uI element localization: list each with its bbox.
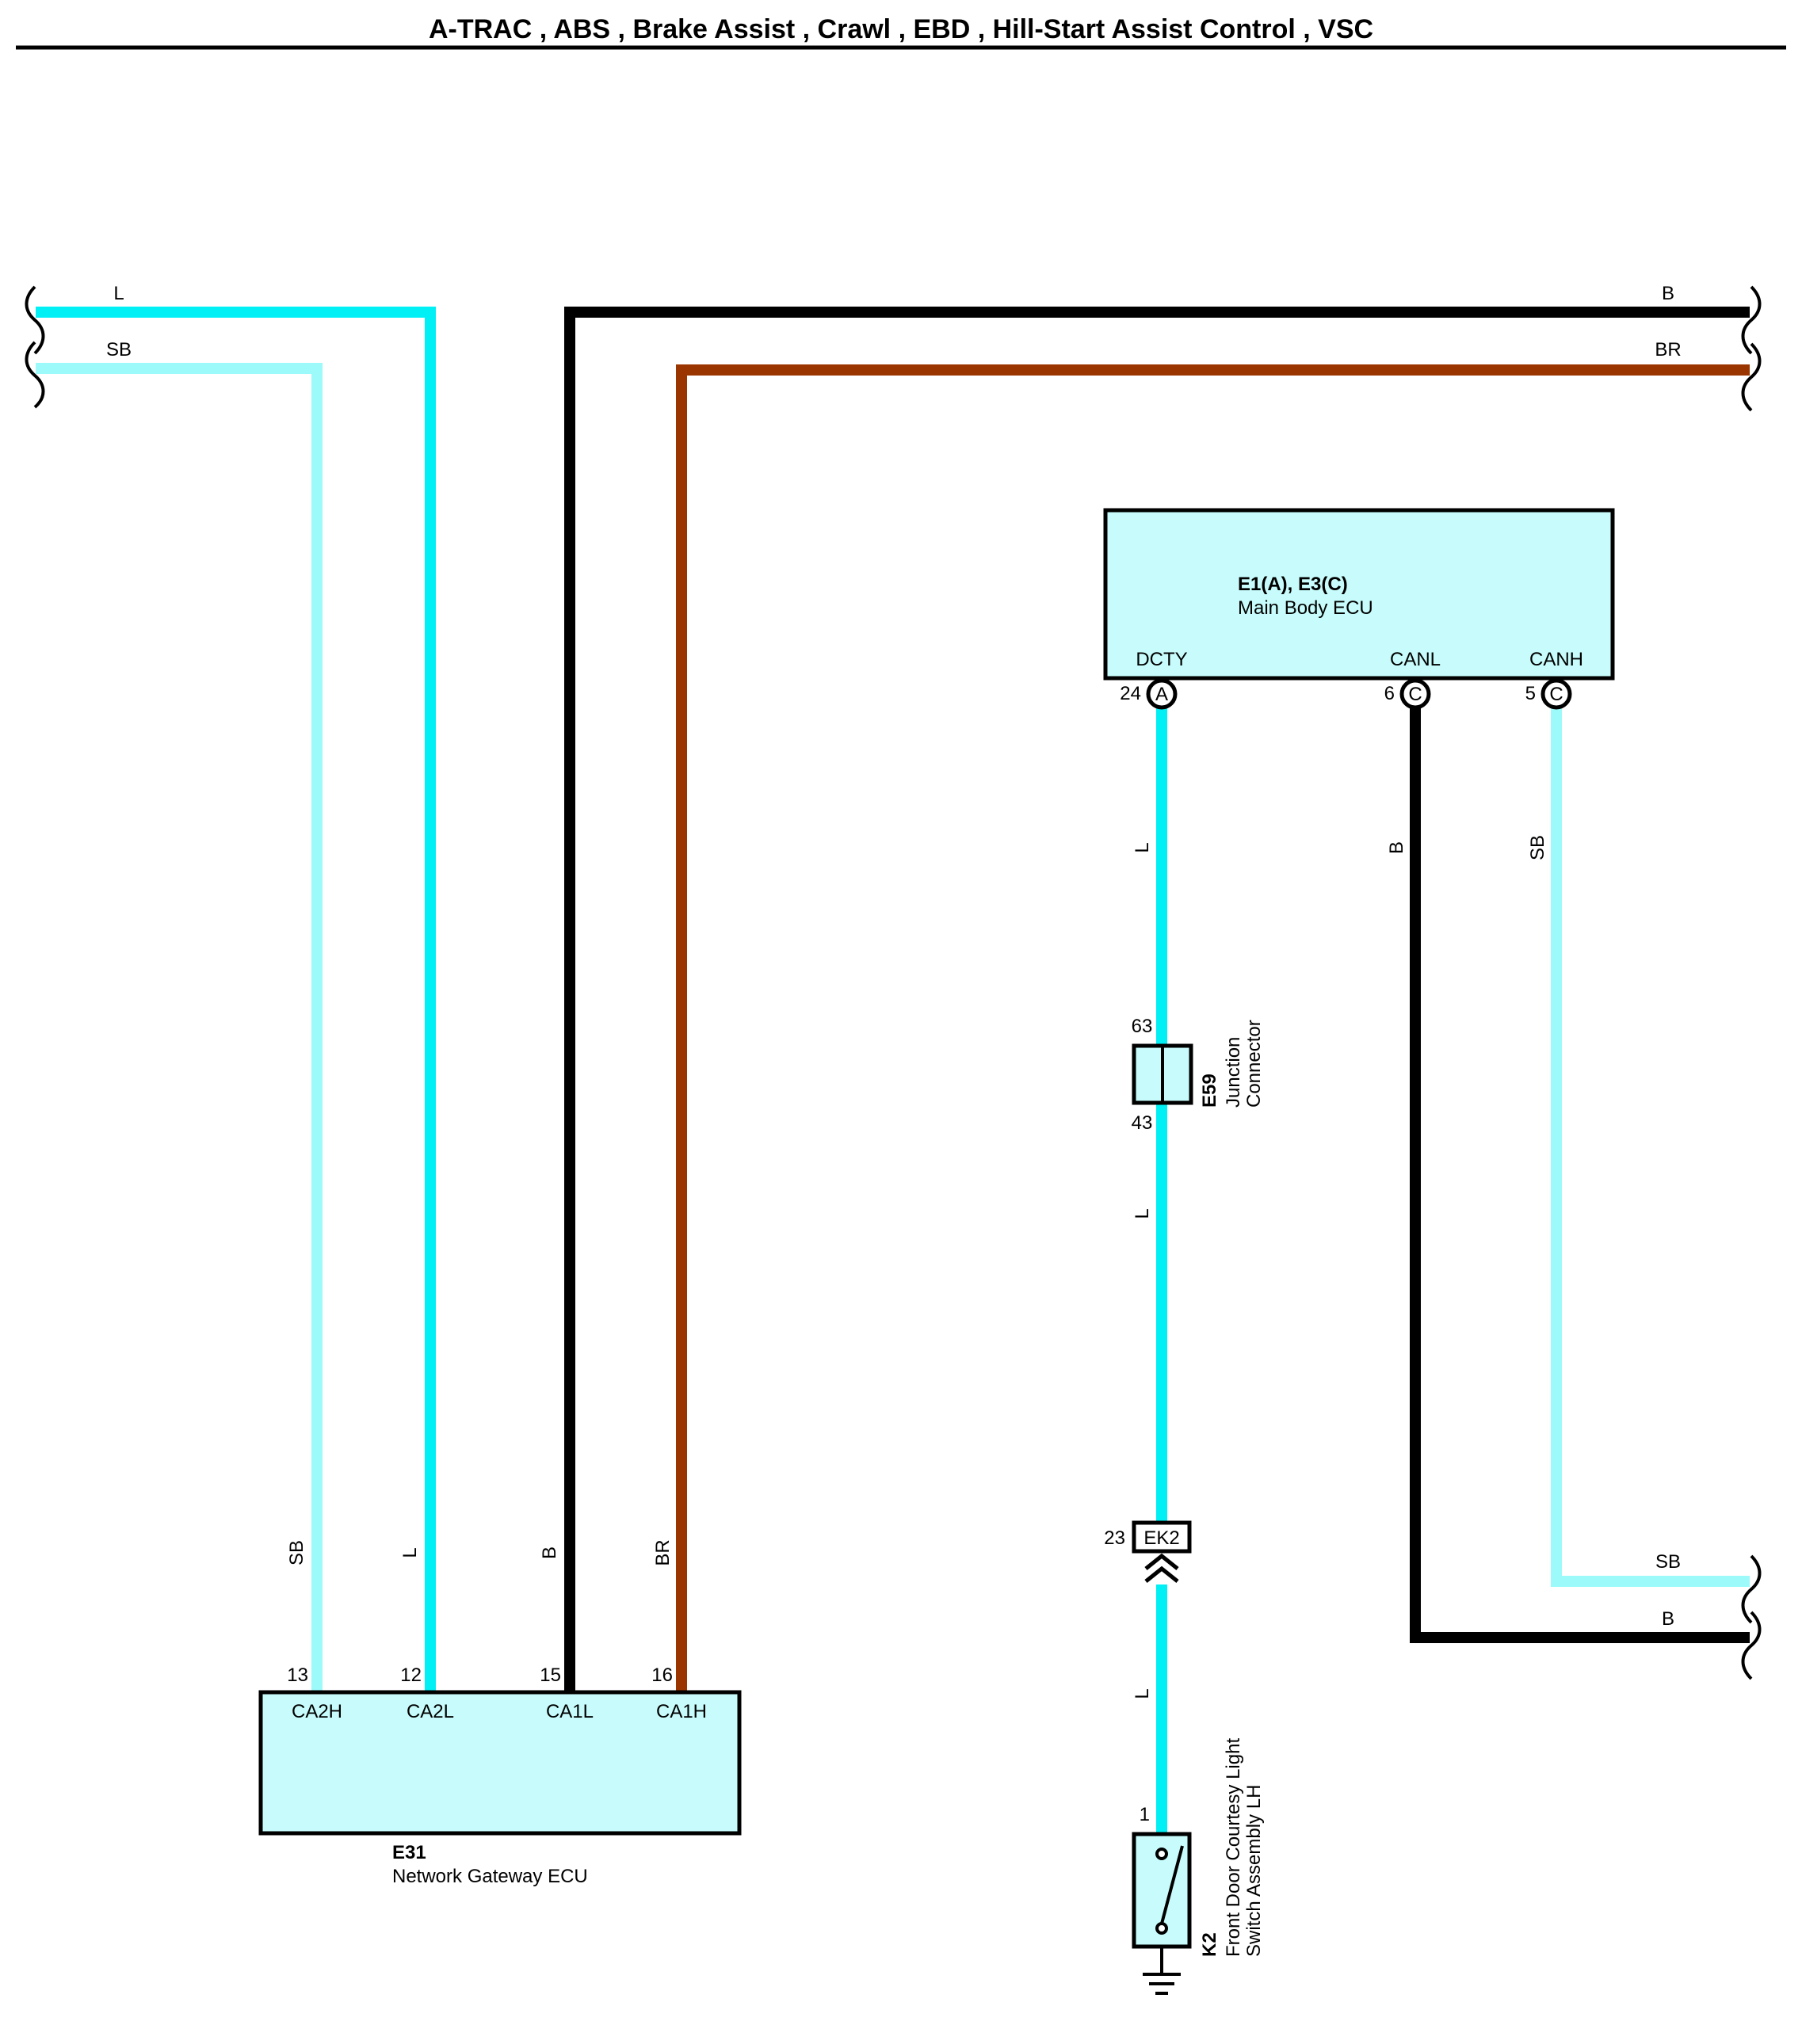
pin-number-dcty: 24 [1120,683,1141,704]
gateway-ecu-name: Network Gateway ECU [392,1866,588,1887]
wire-label-dcty-upper: L [1132,842,1153,852]
wire-break-mark-right-br [1741,342,1762,412]
connector-letter-canl: C [1408,684,1422,705]
main-body-ecu-code: E1(A), E3(C) [1238,574,1348,595]
courtesy-light-switch-k2: 1 K2 Front Door Courtesy Light Switch As… [1132,1738,1265,1995]
main-body-ecu-box [1103,508,1615,681]
e59-pin-in: 63 [1132,1016,1153,1037]
gateway-ecu-box [258,1690,742,1836]
wire-canh-sb [1551,705,1750,1587]
wire-label-top-left-l: L [113,283,124,304]
connector-letter-canh: C [1549,684,1563,705]
terminal-name-canl: CANL [1390,649,1441,670]
ek2-code: EK2 [1143,1527,1179,1549]
wire-label-dcty-mid: L [1132,1208,1153,1218]
wire-break-mark-right-b [1741,285,1762,355]
e59-name-line1: Junction [1223,1037,1244,1108]
k2-pin: 1 [1140,1804,1150,1825]
terminal-name-ca2h: CA2H [292,1701,342,1722]
connector-letter-dcty: A [1155,684,1168,705]
wire-br-to-ca1h [676,364,1750,1692]
ek2-pin: 23 [1104,1527,1125,1549]
wire-label-gw-sb: SB [286,1540,307,1565]
wire-label-top-right-br: BR [1655,339,1681,360]
page-title: A-TRAC , ABS , Brake Assist , Crawl , EB… [429,14,1373,44]
ground-icon [1143,1973,1181,1995]
pin-number-ca2h: 13 [287,1665,308,1686]
wire-break-mark-right-b2 [1741,1611,1762,1680]
wire-break-mark-right-sb [1741,1554,1762,1624]
wire-label-canl-b: B [1386,841,1407,854]
e59-name-line2: Connector [1243,1020,1265,1108]
wire-b-to-ca1l [564,307,1750,1692]
pin-number-canh: 5 [1525,683,1536,704]
ek2-chevron-lower-icon [1144,1565,1179,1583]
wire-canl-b [1410,705,1750,1643]
k2-name-line1: Front Door Courtesy Light [1223,1738,1244,1957]
k2-switch-lever-icon [1160,1845,1184,1924]
wire-label-bottom-right-b: B [1662,1608,1674,1630]
k2-code: K2 [1199,1932,1220,1957]
terminal-name-dcty: DCTY [1136,649,1187,670]
wire-label-canh-sb: SB [1527,835,1548,860]
terminal-name-ca1h: CA1H [656,1701,707,1722]
wire-sb-to-ca2h [36,363,323,1692]
junction-connector-e59: 63 43 E59 Junction Connector [1132,1016,1265,1134]
wire-l-to-ca2l [36,307,436,1692]
wire-label-top-right-b: B [1662,283,1674,304]
pin-circle-canl [1399,678,1431,710]
k2-name-line2: Switch Assembly LH [1243,1785,1265,1957]
pin-number-ca1h: 16 [651,1665,673,1686]
ek2-chevron-upper-icon [1144,1553,1179,1570]
pin-number-ca2l: 12 [400,1665,422,1686]
main-body-ecu-name: Main Body ECU [1238,597,1373,619]
gateway-ecu-code: E31 [392,1842,426,1863]
wire-label-gw-l: L [399,1547,421,1558]
k2-switch-contact-top [1155,1848,1168,1860]
network-gateway-ecu: CA2H CA2L CA1L CA1H 13 12 15 16 E31 Netw… [258,1665,742,1887]
wire-label-top-left-sb: SB [106,339,132,360]
wire-label-gw-b: B [539,1546,560,1559]
terminal-name-ca1l: CA1L [546,1701,594,1722]
wire-break-mark-left-l [25,285,45,355]
wire-label-dcty-lower: L [1132,1688,1153,1699]
wire-label-gw-br: BR [652,1539,674,1565]
pin-number-canl: 6 [1384,683,1395,704]
terminal-name-ca2l: CA2L [407,1701,454,1722]
ek2-box [1132,1520,1192,1554]
e59-code: E59 [1199,1073,1220,1108]
pin-number-ca1l: 15 [540,1665,561,1686]
wire-label-bottom-right-sb: SB [1655,1551,1681,1573]
main-body-ecu: E1(A), E3(C) Main Body ECU DCTY CANL CAN… [1103,508,1615,710]
wire-break-mark-left-sb [25,341,45,409]
pin-circle-dcty [1146,678,1178,710]
pin-circle-canh [1540,678,1572,710]
k2-switch-contact-bottom [1155,1922,1168,1935]
terminal-name-canh: CANH [1529,649,1583,670]
e59-pin-out: 43 [1132,1112,1153,1134]
ek2-connector: EK2 23 [1104,1520,1192,1583]
